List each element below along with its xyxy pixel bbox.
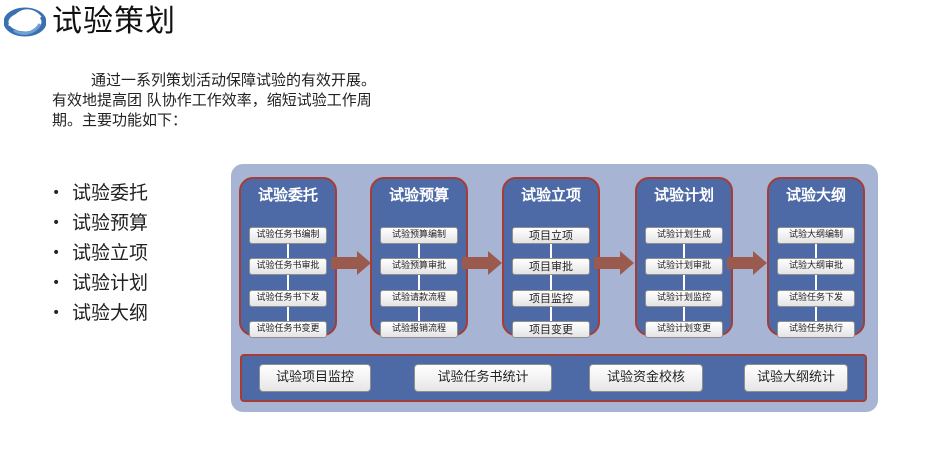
intro-paragraph: 通过一系列策划活动保障试验的有效开展。有效地提高团 队协作工作效率，缩短试验工作… [52,71,377,129]
step-box: 试验大纲编制 [777,227,855,244]
stage-budget: 试验预算 试验预算编制 试验预算审批 试验请款流程 试验报销流程 [370,177,468,338]
feature-label: 试验计划 [72,272,149,294]
page-title: 试验策划 [52,4,176,39]
company-logo [3,4,47,40]
connector-line [287,229,289,329]
step-box: 项目立项 [512,227,590,244]
step-box: 试验请款流程 [380,290,458,307]
stage-title: 试验预算 [388,186,449,204]
right-arrow-icon [727,251,767,275]
step-box: 试验任务下发 [777,290,855,307]
bullet-icon: • [52,185,61,201]
connector-line [815,229,817,329]
step-box: 试验任务书变更 [249,321,327,338]
step-box: 试验计划变更 [645,321,723,338]
feature-item: • 试验委托 [52,178,148,208]
step-box: 试验任务书编制 [249,227,327,244]
step-box: 项目监控 [512,290,590,307]
step-box: 试验大纲审批 [777,258,855,275]
feature-item: • 试验预算 [52,208,148,238]
feature-label: 试验预算 [72,212,149,234]
connector-line [550,229,552,329]
step-box: 项目审批 [512,258,590,275]
bottom-item-outline-stats: 试验大纲统计 [744,364,848,392]
step-box: 试验计划审批 [645,258,723,275]
stage-plan: 试验计划 试验计划生成 试验计划审批 试验计划监控 试验计划变更 [635,177,733,338]
step-box: 试验报销流程 [380,321,458,338]
bottom-item-fund-check: 试验资金校核 [589,364,703,392]
bullet-icon: • [52,275,61,291]
step-box: 试验任务书下发 [249,290,327,307]
right-arrow-icon [331,251,371,275]
step-box: 试验预算编制 [380,227,458,244]
stage-outline: 试验大纲 试验大纲编制 试验大纲审批 试验任务下发 试验任务执行 [767,177,865,338]
stage-entrust: 试验委托 试验任务书编制 试验任务书审批 试验任务书下发 试验任务书变更 [239,177,337,338]
feature-item: • 试验计划 [52,268,148,298]
bottom-item-project-monitor: 试验项目监控 [259,364,371,392]
stage-approval: 试验立项 项目立项 项目审批 项目监控 项目变更 [502,177,600,338]
step-box: 试验任务书审批 [249,258,327,275]
stage-title: 试验委托 [257,186,318,204]
feature-label: 试验委托 [72,182,149,204]
feature-item: • 试验立项 [52,238,148,268]
step-box: 试验预算审批 [380,258,458,275]
feature-item: • 试验大纲 [52,298,148,328]
stage-title: 试验立项 [520,186,581,204]
bottom-function-bar: 试验项目监控 试验任务书统计 试验资金校核 试验大纲统计 [240,354,867,402]
bottom-item-task-stats: 试验任务书统计 [414,364,552,392]
feature-label: 试验立项 [72,242,149,264]
bullet-icon: • [52,215,61,231]
stage-title: 试验计划 [653,186,714,204]
connector-line [683,229,685,329]
bullet-icon: • [52,245,61,261]
step-box: 项目变更 [512,321,590,338]
feature-label: 试验大纲 [72,302,149,324]
stage-title: 试验大纲 [785,186,846,204]
step-box: 试验计划生成 [645,227,723,244]
bullet-icon: • [52,305,61,321]
right-arrow-icon [462,251,502,275]
step-box: 试验计划监控 [645,290,723,307]
step-box: 试验任务执行 [777,321,855,338]
feature-list: • 试验委托 • 试验预算 • 试验立项 • 试验计划 • 试验大纲 [52,178,148,328]
flow-diagram-panel: 试验委托 试验任务书编制 试验任务书审批 试验任务书下发 试验任务书变更 试验预… [231,164,878,412]
right-arrow-icon [594,251,634,275]
connector-line [418,229,420,329]
